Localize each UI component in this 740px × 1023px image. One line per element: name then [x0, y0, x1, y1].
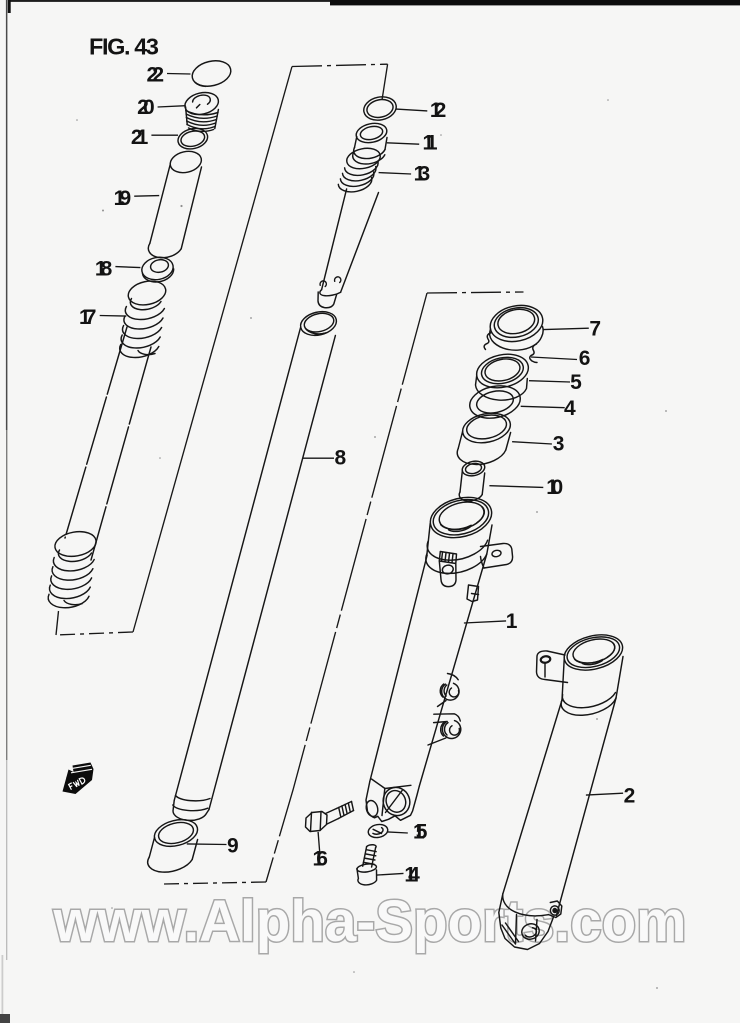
svg-text:20: 20 — [137, 96, 155, 119]
svg-text:16: 16 — [312, 847, 328, 870]
svg-text:19: 19 — [114, 187, 131, 210]
svg-text:14: 14 — [404, 864, 420, 887]
svg-text:10: 10 — [546, 476, 563, 499]
svg-text:8: 8 — [334, 447, 346, 470]
svg-text:www.Alpha-Sports.com: www.Alpha-Sports.com — [53, 889, 687, 954]
svg-text:15: 15 — [413, 820, 428, 843]
svg-text:21: 21 — [131, 126, 149, 149]
svg-text:22: 22 — [147, 63, 165, 86]
svg-text:13: 13 — [414, 163, 431, 186]
svg-text:6: 6 — [579, 347, 591, 370]
svg-text:2: 2 — [624, 785, 636, 808]
svg-text:1: 1 — [506, 610, 518, 633]
svg-text:7: 7 — [589, 317, 601, 340]
svg-text:FIG. 43: FIG. 43 — [89, 34, 159, 60]
svg-text:5: 5 — [570, 371, 582, 394]
svg-text:9: 9 — [227, 834, 239, 857]
svg-text:17: 17 — [79, 306, 97, 329]
svg-text:11: 11 — [423, 132, 438, 155]
svg-text:3: 3 — [553, 432, 565, 455]
svg-text:18: 18 — [95, 257, 113, 280]
svg-text:4: 4 — [564, 397, 576, 420]
svg-text:12: 12 — [430, 99, 447, 122]
